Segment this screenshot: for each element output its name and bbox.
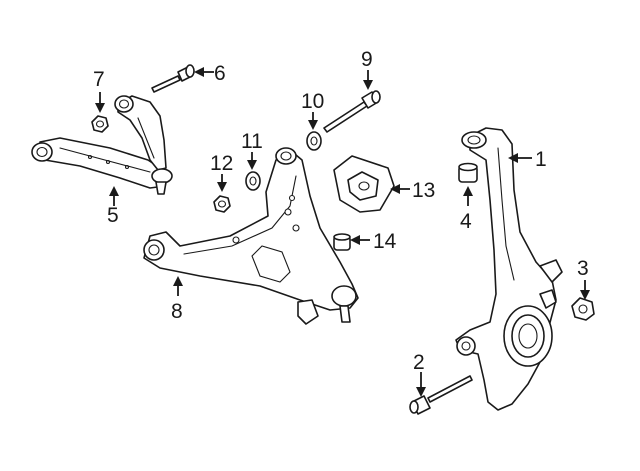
lower-control-arm: [143, 147, 359, 325]
callout-3: 3: [577, 257, 590, 300]
callout-12: 12: [210, 152, 233, 192]
nut-3: [571, 297, 595, 321]
callout-9: 9: [361, 48, 373, 90]
callout-label-11: 11: [241, 130, 263, 153]
callout-label-14: 14: [373, 230, 397, 253]
knuckle-bolt: [409, 375, 473, 415]
callout-14: 14: [350, 230, 397, 253]
upper-arm-bolt: [151, 64, 195, 93]
callout-label-5: 5: [107, 204, 119, 227]
upper-arm-nut: [91, 115, 109, 133]
callout-7: 7: [93, 68, 105, 113]
upper-control-arm: [31, 95, 173, 195]
callout-label-7: 7: [93, 68, 105, 91]
callout-2: 2: [413, 351, 426, 397]
callout-10: 10: [301, 90, 324, 130]
nut-12: [213, 195, 231, 213]
callout-label-13: 13: [412, 179, 435, 202]
washer-11: [245, 171, 261, 191]
callout-11: 11: [241, 130, 263, 170]
washer-10: [306, 131, 322, 151]
steering-knuckle: [455, 127, 563, 411]
callout-label-1: 1: [535, 148, 547, 171]
callout-label-6: 6: [214, 62, 226, 85]
lower-arm-bolt: [323, 90, 381, 133]
callout-6: 6: [194, 62, 226, 85]
bushing-14: [333, 233, 351, 251]
callout-1: 1: [508, 148, 547, 171]
callout-label-3: 3: [577, 257, 589, 280]
callout-label-9: 9: [361, 48, 373, 71]
callout-label-10: 10: [301, 90, 324, 113]
callout-13: 13: [390, 179, 435, 202]
callout-4: 4: [460, 186, 473, 233]
callout-label-4: 4: [460, 210, 472, 233]
callout-8: 8: [171, 276, 183, 323]
callout-label-8: 8: [171, 300, 183, 323]
callout-5: 5: [107, 186, 119, 227]
bump-stop-cover: [333, 155, 395, 213]
callout-label-2: 2: [413, 351, 425, 374]
bushing-4: [458, 162, 478, 183]
callout-label-12: 12: [210, 152, 233, 175]
